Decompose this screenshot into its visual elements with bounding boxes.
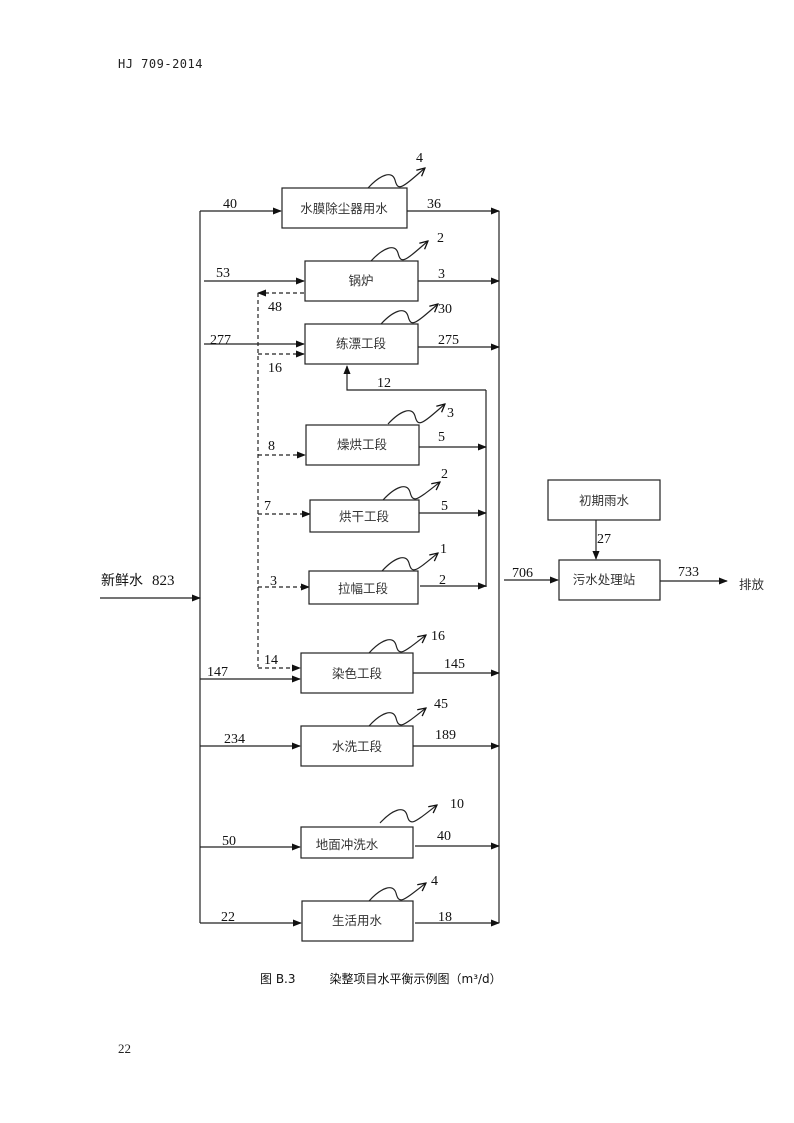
boiler-fresh-value: 53 — [216, 266, 230, 281]
wash-fresh-value: 234 — [224, 732, 245, 747]
rainwater-box — [547, 479, 661, 521]
recycle-line — [343, 365, 486, 391]
domestic-loss-icon — [368, 883, 426, 902]
fresh-water-value: 823 — [152, 573, 175, 589]
process-label-dust: 水膜除尘器用水 — [300, 201, 388, 216]
figure-number: 图 B.3 — [260, 972, 296, 986]
tenter-reuse-value: 3 — [270, 574, 277, 589]
wash-loss-value: 45 — [434, 697, 448, 712]
discharge-label: 排放 — [739, 577, 765, 592]
bleach-loss-value: 30 — [438, 302, 452, 317]
dust-fresh-value: 40 — [223, 197, 237, 212]
dust-out-value: 36 — [427, 197, 441, 212]
singe-loss-icon — [387, 404, 445, 425]
process-label-tenter: 拉幅工段 — [338, 581, 388, 596]
process-label-bleach: 练漂工段 — [336, 336, 386, 351]
process-label-singe: 燥烘工段 — [337, 437, 387, 452]
process-box-wash — [300, 725, 414, 767]
process-label-floor: 地面冲洗水 — [316, 837, 379, 852]
dye-loss-icon — [368, 635, 426, 654]
process-box-dry — [309, 499, 420, 533]
process-box-tenter — [308, 570, 419, 605]
treatment-label: 污水处理站 — [573, 572, 636, 587]
process-label-dye: 染色工段 — [332, 666, 382, 681]
standard-header: HJ 709-2014 — [118, 57, 203, 71]
bleach-loss-icon — [380, 304, 438, 325]
wash-out-value: 189 — [435, 728, 456, 743]
tenter-out-value: 2 — [439, 573, 446, 588]
figure-title: 染整项目水平衡示例图（m³/d） — [329, 972, 502, 986]
dry-reuse-value: 7 — [264, 499, 271, 514]
floor-loss-value: 10 — [450, 797, 464, 812]
rainwater-label: 初期雨水 — [579, 493, 630, 508]
process-label-dry: 烘干工段 — [339, 509, 389, 524]
boiler-loss-icon — [370, 241, 428, 262]
singe-reuse-value: 8 — [268, 439, 275, 454]
dye-loss-value: 16 — [431, 629, 445, 644]
boiler-loss-value: 2 — [437, 231, 444, 246]
tenter-loss-value: 1 — [440, 542, 447, 557]
process-label-domestic: 生活用水 — [332, 913, 383, 928]
dry-loss-icon — [382, 482, 440, 501]
page-number: 22 — [118, 1041, 131, 1056]
floor-out-value: 40 — [437, 829, 451, 844]
floor-fresh-value: 50 — [222, 834, 236, 849]
rainwater-value: 27 — [597, 532, 611, 547]
singe-out-value: 5 — [438, 430, 445, 445]
domestic-out-value: 18 — [438, 910, 452, 925]
process-label-wash: 水洗工段 — [332, 739, 382, 754]
dry-out-value: 5 — [441, 499, 448, 514]
process-label-boiler: 锅炉 — [348, 273, 373, 288]
domestic-fresh-value: 22 — [221, 910, 235, 925]
recycle-value: 12 — [377, 376, 391, 391]
treatment-in-value: 706 — [512, 566, 533, 581]
bleach-out-value: 275 — [438, 333, 459, 348]
process-box-dust — [281, 187, 408, 229]
treatment-box — [558, 559, 661, 601]
singe-loss-value: 3 — [447, 406, 454, 421]
process-box-floor — [300, 826, 414, 859]
wash-loss-icon — [368, 708, 426, 727]
tenter-loss-icon — [381, 553, 438, 572]
bleach-reuse-value: 16 — [268, 361, 282, 376]
process-box-boiler — [304, 260, 419, 302]
dye-out-value: 145 — [444, 657, 465, 672]
boiler-out-value: 3 — [438, 267, 445, 282]
domestic-loss-value: 4 — [431, 874, 438, 889]
bleach-fresh-value: 277 — [210, 333, 231, 348]
figure-caption: 图 B.3 染整项目水平衡示例图（m³/d） — [260, 970, 502, 987]
dry-loss-value: 2 — [441, 467, 448, 482]
fresh-water-label: 新鲜水 — [101, 573, 143, 589]
process-box-domestic — [301, 900, 414, 942]
process-box-bleach — [304, 323, 419, 365]
dust-loss-value: 4 — [416, 151, 423, 166]
dye-reuse-value: 14 — [264, 653, 278, 668]
boiler-reuse-value: 48 — [268, 300, 282, 315]
floor-loss-icon — [379, 805, 437, 824]
treatment-out-value: 733 — [678, 565, 699, 580]
dye-fresh-value: 147 — [207, 665, 228, 680]
dust-loss-icon — [367, 168, 425, 189]
process-box-singe — [305, 424, 420, 466]
